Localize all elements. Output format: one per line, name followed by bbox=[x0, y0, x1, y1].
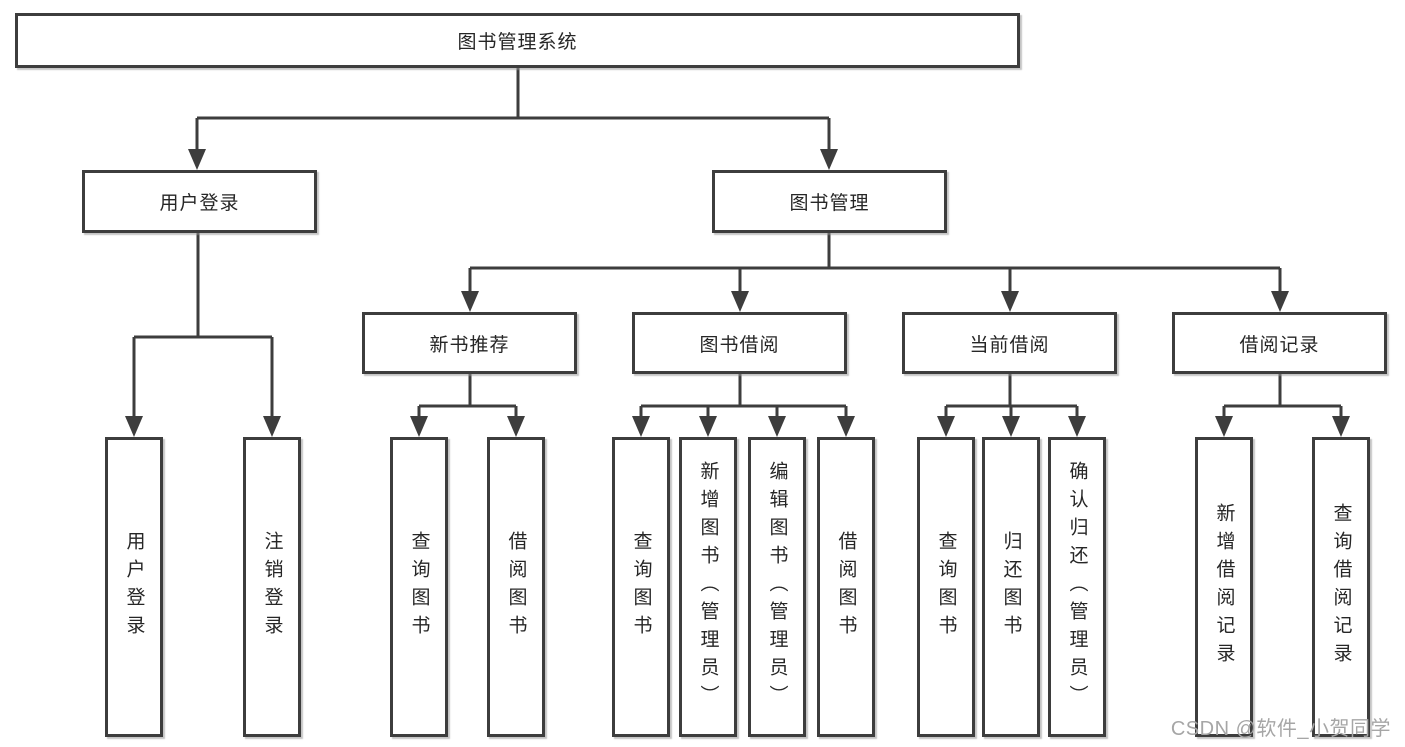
leaf-current-return-books: 归还图书 bbox=[982, 437, 1040, 737]
node-borrow-records: 借阅记录 bbox=[1172, 312, 1387, 374]
arrowheads bbox=[125, 149, 1350, 437]
csdn-watermark: CSDN @软件_小贺同学 bbox=[1170, 718, 1391, 740]
leaf-logout: 注销登录 bbox=[243, 437, 301, 737]
leaf-recommend-borrow-books: 借阅图书 bbox=[487, 437, 545, 737]
leaf-user-login: 用户登录 bbox=[105, 437, 163, 737]
leaf-records-query-record: 查询借阅记录 bbox=[1312, 437, 1370, 737]
leaf-borrow-query-books: 查询图书 bbox=[612, 437, 670, 737]
node-new-book-recommend: 新书推荐 bbox=[362, 312, 577, 374]
leaf-borrow-edit-books-admin: 编辑图书（管理员） bbox=[748, 437, 806, 737]
leaf-current-query-books: 查询图书 bbox=[917, 437, 975, 737]
node-user-login: 用户登录 bbox=[82, 170, 317, 233]
node-root-system: 图书管理系统 bbox=[15, 13, 1020, 68]
node-book-management: 图书管理 bbox=[712, 170, 947, 233]
leaf-current-confirm-return-admin: 确认归还（管理员） bbox=[1048, 437, 1106, 737]
leaf-borrow-add-books-admin: 新增图书（管理员） bbox=[679, 437, 737, 737]
leaf-borrow-borrow-books: 借阅图书 bbox=[817, 437, 875, 737]
leaf-records-add-record: 新增借阅记录 bbox=[1195, 437, 1253, 737]
node-book-borrow: 图书借阅 bbox=[632, 312, 847, 374]
leaf-recommend-query-books: 查询图书 bbox=[390, 437, 448, 737]
node-current-borrow: 当前借阅 bbox=[902, 312, 1117, 374]
